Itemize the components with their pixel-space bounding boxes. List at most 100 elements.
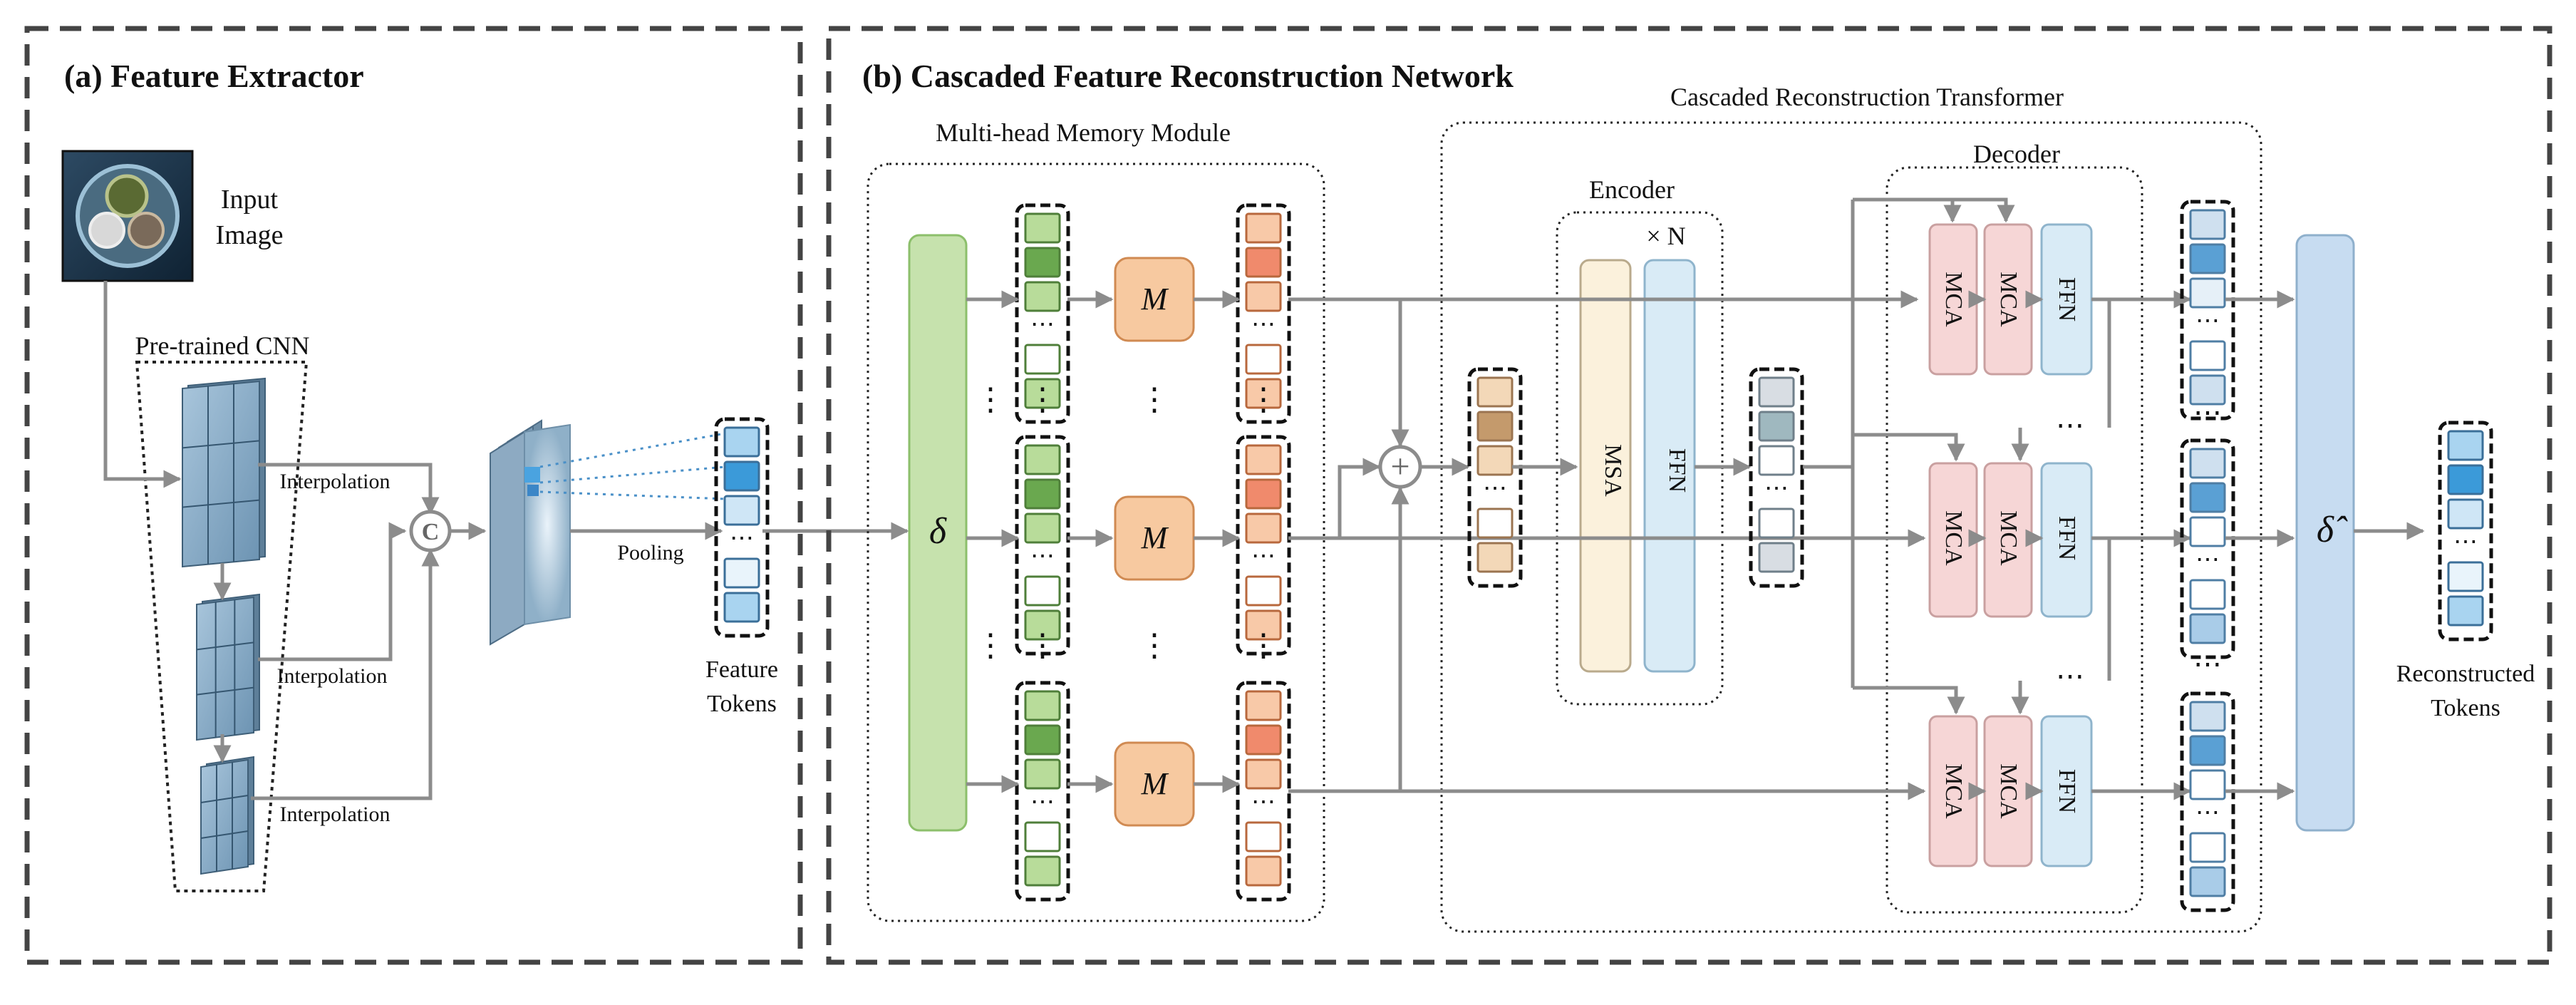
mem-to-mca1b (1952, 197, 2015, 223)
tokens-label-line1: Feature (705, 656, 778, 683)
vertical-ellipsis: ⋮ (1248, 628, 1279, 663)
mem-to-mca3a (1853, 686, 1965, 715)
token-cell (2447, 430, 2484, 461)
memory-block-symbol: M (1141, 520, 1169, 555)
decoder-column-ellipsis-1: ⋯ (2193, 396, 2222, 428)
input-label-line1: Input (221, 185, 279, 215)
encoder-ffn-label: FFN (1664, 448, 1690, 493)
token-ellipsis: ⋯ (1030, 311, 1055, 338)
token-column-outline (2180, 691, 2235, 912)
vertical-ellipsis: ⋮ (975, 382, 1006, 417)
encoder-input-tokens: ⋯ (1467, 367, 1523, 588)
token-cell (1024, 690, 1061, 721)
token-column-outline (1015, 203, 1070, 424)
token-cell (1245, 378, 1282, 409)
token-cell (1476, 376, 1514, 408)
pooling-label: Pooling (617, 541, 683, 565)
token-cell (1245, 690, 1282, 721)
token-cell (1245, 212, 1282, 244)
token-cell (1758, 542, 1795, 573)
token-ellipsis: ⋯ (1030, 543, 1055, 570)
token-cell (1758, 411, 1795, 442)
query-token-column: ⋯ (1015, 203, 1070, 424)
token-cell (1476, 445, 1514, 476)
token-cell (2189, 482, 2226, 513)
feature-map-gridline (196, 686, 254, 696)
mca-label-2: MCA (1995, 272, 2022, 327)
feature-map-front (200, 758, 249, 875)
token-cell (2189, 613, 2226, 644)
token-cell (1758, 376, 1795, 408)
feature-map-front (196, 596, 254, 741)
token-cell (1024, 212, 1061, 244)
token-cell (2189, 340, 2226, 371)
cnn-layer-2 (196, 593, 260, 741)
token-cell (1758, 507, 1795, 539)
decoder-ffn-label: FFN (2054, 516, 2080, 560)
transformer-box (1440, 121, 2262, 933)
head2-to-sum (1288, 465, 1377, 540)
vertical-ellipsis: ⋮ (1248, 382, 1279, 417)
reconstruction-panel (826, 26, 2552, 965)
token-column-outline (1236, 203, 1291, 424)
interp-label-1: Interpolation (280, 470, 390, 493)
token-cell (1476, 507, 1514, 539)
input-arrow (103, 281, 182, 488)
mem-to-mca2a (1853, 433, 1965, 462)
token-cell (1245, 444, 1282, 475)
token-cell (723, 495, 760, 526)
vertical-ellipsis: ⋮ (975, 628, 1006, 663)
memory-token-column: ⋯ (1236, 681, 1291, 902)
token-cell (2189, 701, 2226, 732)
token-cell (1245, 821, 1282, 852)
panel-b-title: (b) Cascaded Feature Reconstruction Netw… (862, 58, 1514, 94)
feature-map-icon (490, 419, 571, 646)
interp-arrow-3 (251, 548, 440, 800)
token-ellipsis: ⋯ (2453, 529, 2478, 555)
token-cell (723, 426, 760, 458)
reconstructed-token-column: ⋯ (2438, 421, 2493, 641)
token-cell (1024, 821, 1061, 852)
token-column-outline (2180, 200, 2235, 421)
delta-symbol: δ (929, 511, 947, 552)
token-ellipsis: ⋯ (1483, 475, 1507, 502)
memory-block-symbol: M (1141, 282, 1169, 316)
token-ellipsis: ⋯ (2195, 547, 2220, 573)
sum-symbol: + (1390, 448, 1409, 485)
token-cell (1476, 542, 1514, 573)
decoder-output-tokens-1: ⋯ (2180, 200, 2235, 421)
token-cell (723, 460, 760, 492)
memory-token-column: ⋯ (1236, 435, 1291, 656)
feature-map-gridline (182, 440, 260, 449)
token-cell (2189, 579, 2226, 610)
cnn-label: Pre-trained CNN (135, 331, 310, 360)
token-cell (1476, 411, 1514, 442)
projection-lines (539, 432, 726, 500)
decoder-output-tokens-2: ⋯ (2180, 438, 2235, 659)
cnn-layer-3 (200, 756, 254, 875)
token-cell (1245, 855, 1282, 887)
token-cell (1024, 444, 1061, 475)
token-column-outline (2438, 421, 2493, 641)
mca-label-1: MCA (1940, 272, 1967, 327)
token-cell (1245, 609, 1282, 641)
interp-arrow-2 (258, 522, 407, 661)
repeat-label: × N (1646, 222, 1685, 250)
token-cell (1024, 758, 1061, 790)
token-cell (1245, 281, 1282, 312)
token-cell (1024, 378, 1061, 409)
token-cell (2189, 277, 2226, 309)
panel-a-title: (a) Feature Extractor (64, 58, 364, 94)
encoder-title: Encoder (1589, 175, 1675, 204)
feature-map-gridline (182, 499, 260, 508)
decoder-column-ellipsis-2: ⋯ (2193, 648, 2222, 680)
mem-to-mca1a (1853, 197, 1962, 223)
token-cell (2189, 866, 2226, 897)
token-column-outline (714, 417, 770, 638)
token-cell (2189, 832, 2226, 863)
token-column-outline (1467, 367, 1523, 588)
token-cell (1245, 478, 1282, 510)
token-ellipsis: ⋯ (2195, 800, 2220, 826)
mca-label-1: MCA (1940, 763, 1967, 819)
